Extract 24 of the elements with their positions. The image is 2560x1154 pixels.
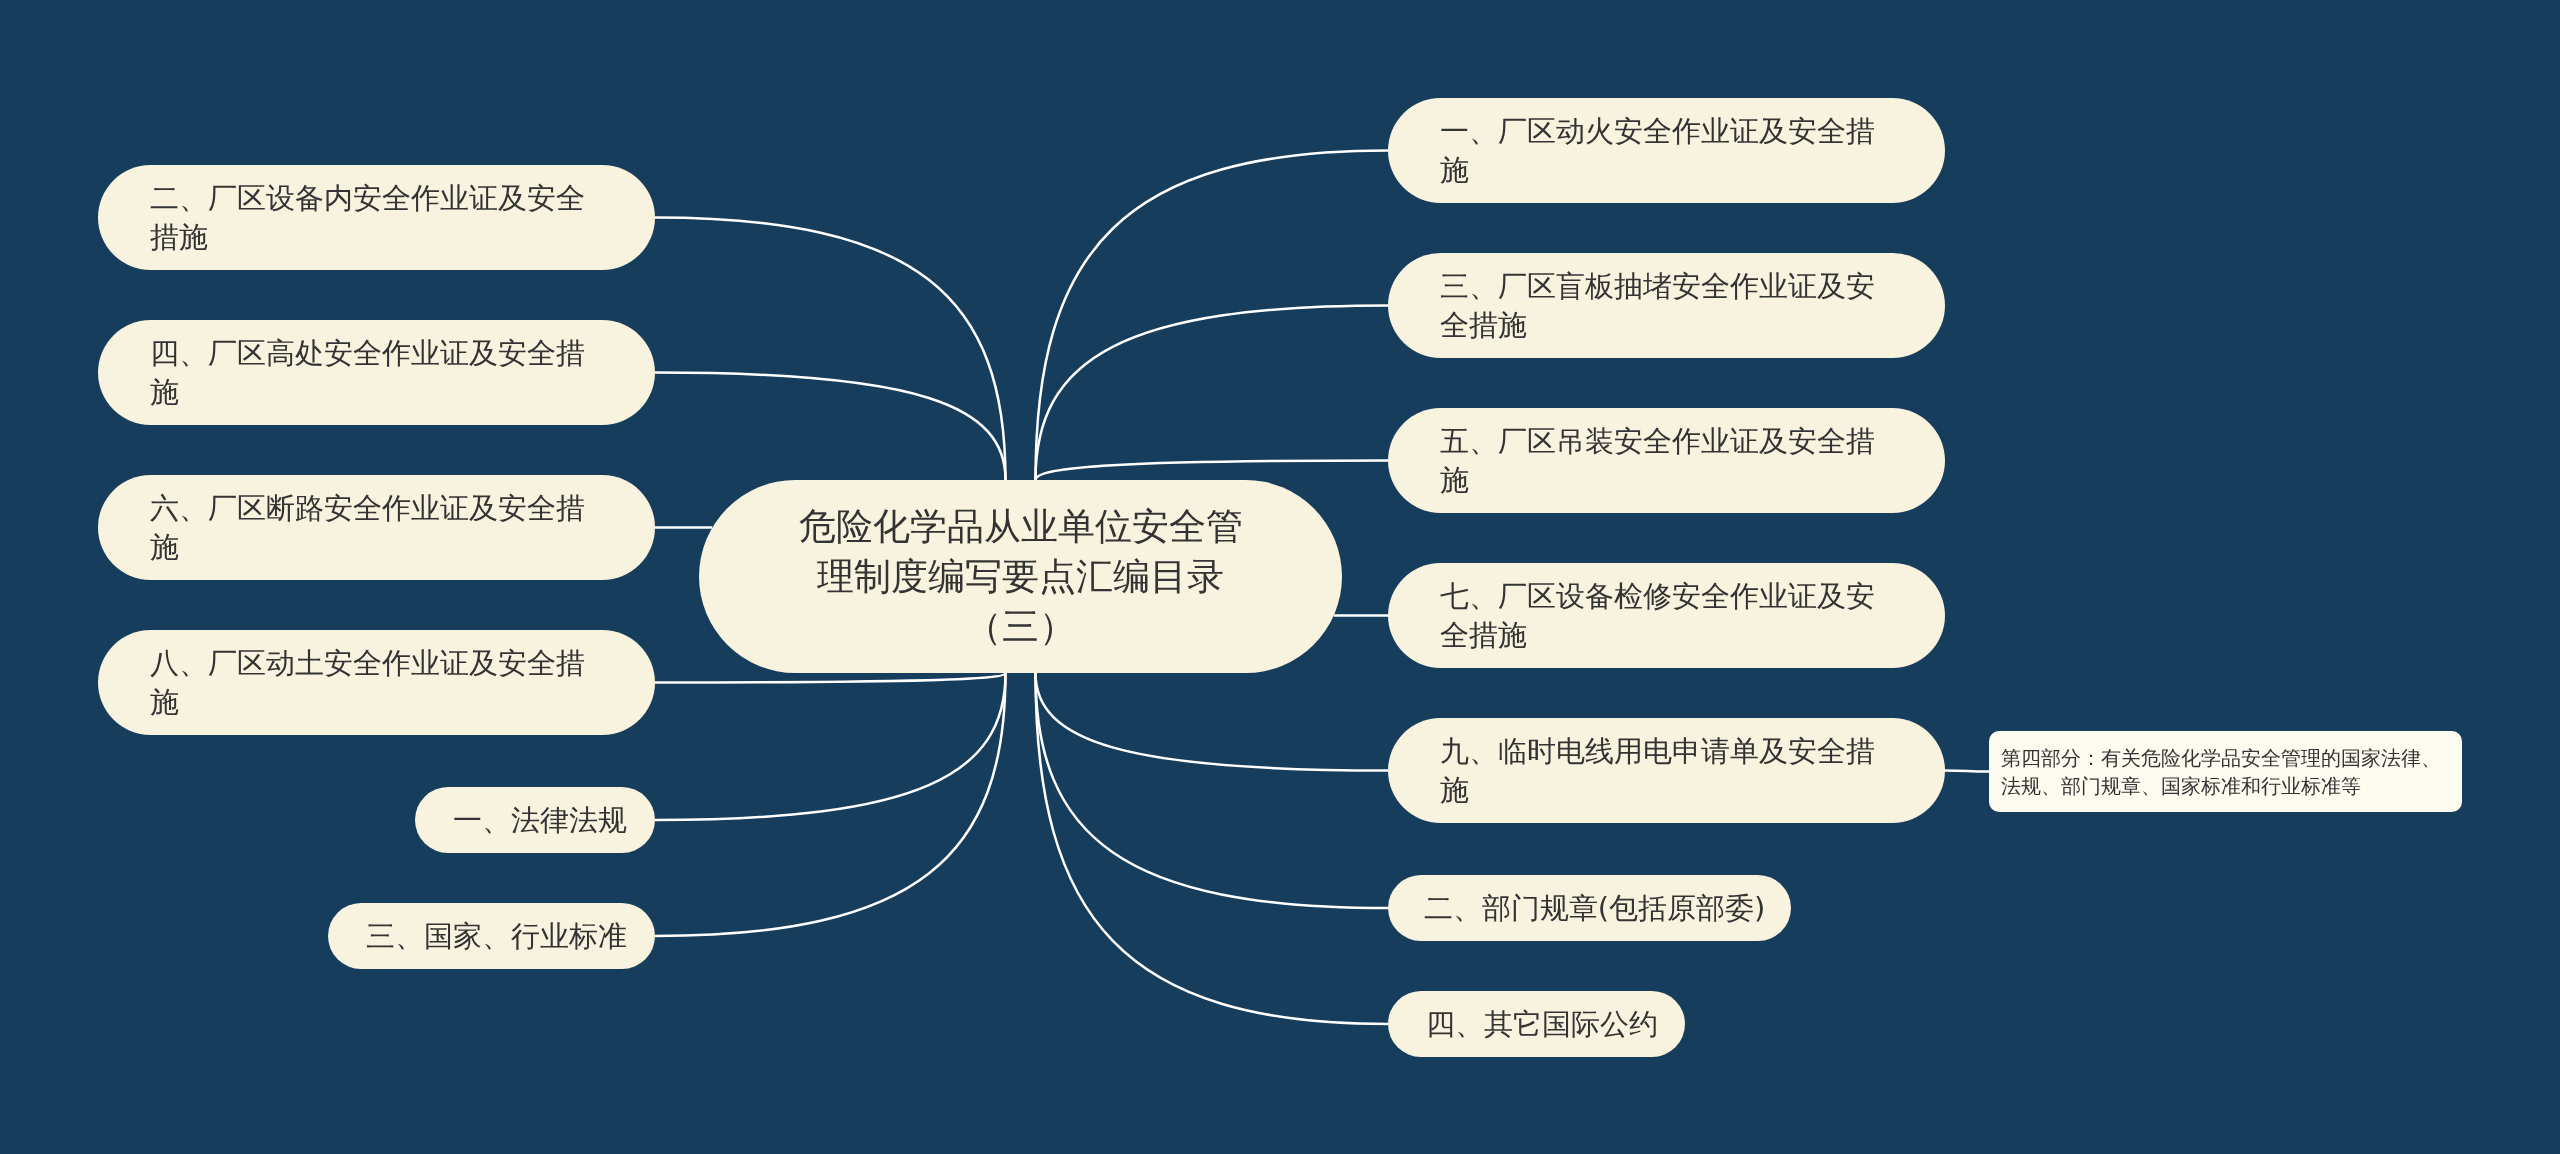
- note-box: 第四部分：有关危险化学品安全管理的国家法律、法规、部门规章、国家标准和行业标准等: [1989, 731, 2462, 812]
- branch-box: 七、厂区设备检修安全作业证及安全措施: [1388, 563, 1945, 668]
- branch-box: 三、国家、行业标准: [328, 903, 655, 969]
- topic-box: 危险化学品从业单位安全管理制度编写要点汇编目录（三）: [699, 480, 1342, 673]
- branch-box: 二、部门规章(包括原部委): [1388, 875, 1791, 941]
- branch-box: 二、厂区设备内安全作业证及安全措施: [98, 165, 655, 270]
- connector-line: [655, 526, 713, 529]
- connector-line: [1034, 304, 1389, 481]
- branch-box: 九、临时电线用电申请单及安全措施: [1388, 718, 1945, 823]
- branch-box: 一、厂区动火安全作业证及安全措施: [1388, 98, 1945, 203]
- branch-box: 四、厂区高处安全作业证及安全措施: [98, 320, 655, 425]
- branch-box: 六、厂区断路安全作业证及安全措施: [98, 475, 655, 580]
- connector-line: [655, 671, 1007, 684]
- branch-box: 八、厂区动土安全作业证及安全措施: [98, 630, 655, 735]
- branch-box: 五、厂区吊装安全作业证及安全措施: [1388, 408, 1945, 513]
- connector-line: [655, 371, 1007, 481]
- branch-box: 四、其它国际公约: [1388, 991, 1685, 1057]
- branch-box: 三、厂区盲板抽堵安全作业证及安全措施: [1388, 253, 1945, 358]
- connector-line: [1034, 672, 1389, 1026]
- connector-line: [1333, 614, 1388, 617]
- branch-box: 一、法律法规: [415, 787, 655, 853]
- connector-line: [1034, 459, 1388, 481]
- connector-line: [654, 672, 1007, 938]
- connector-line: [1945, 769, 1989, 773]
